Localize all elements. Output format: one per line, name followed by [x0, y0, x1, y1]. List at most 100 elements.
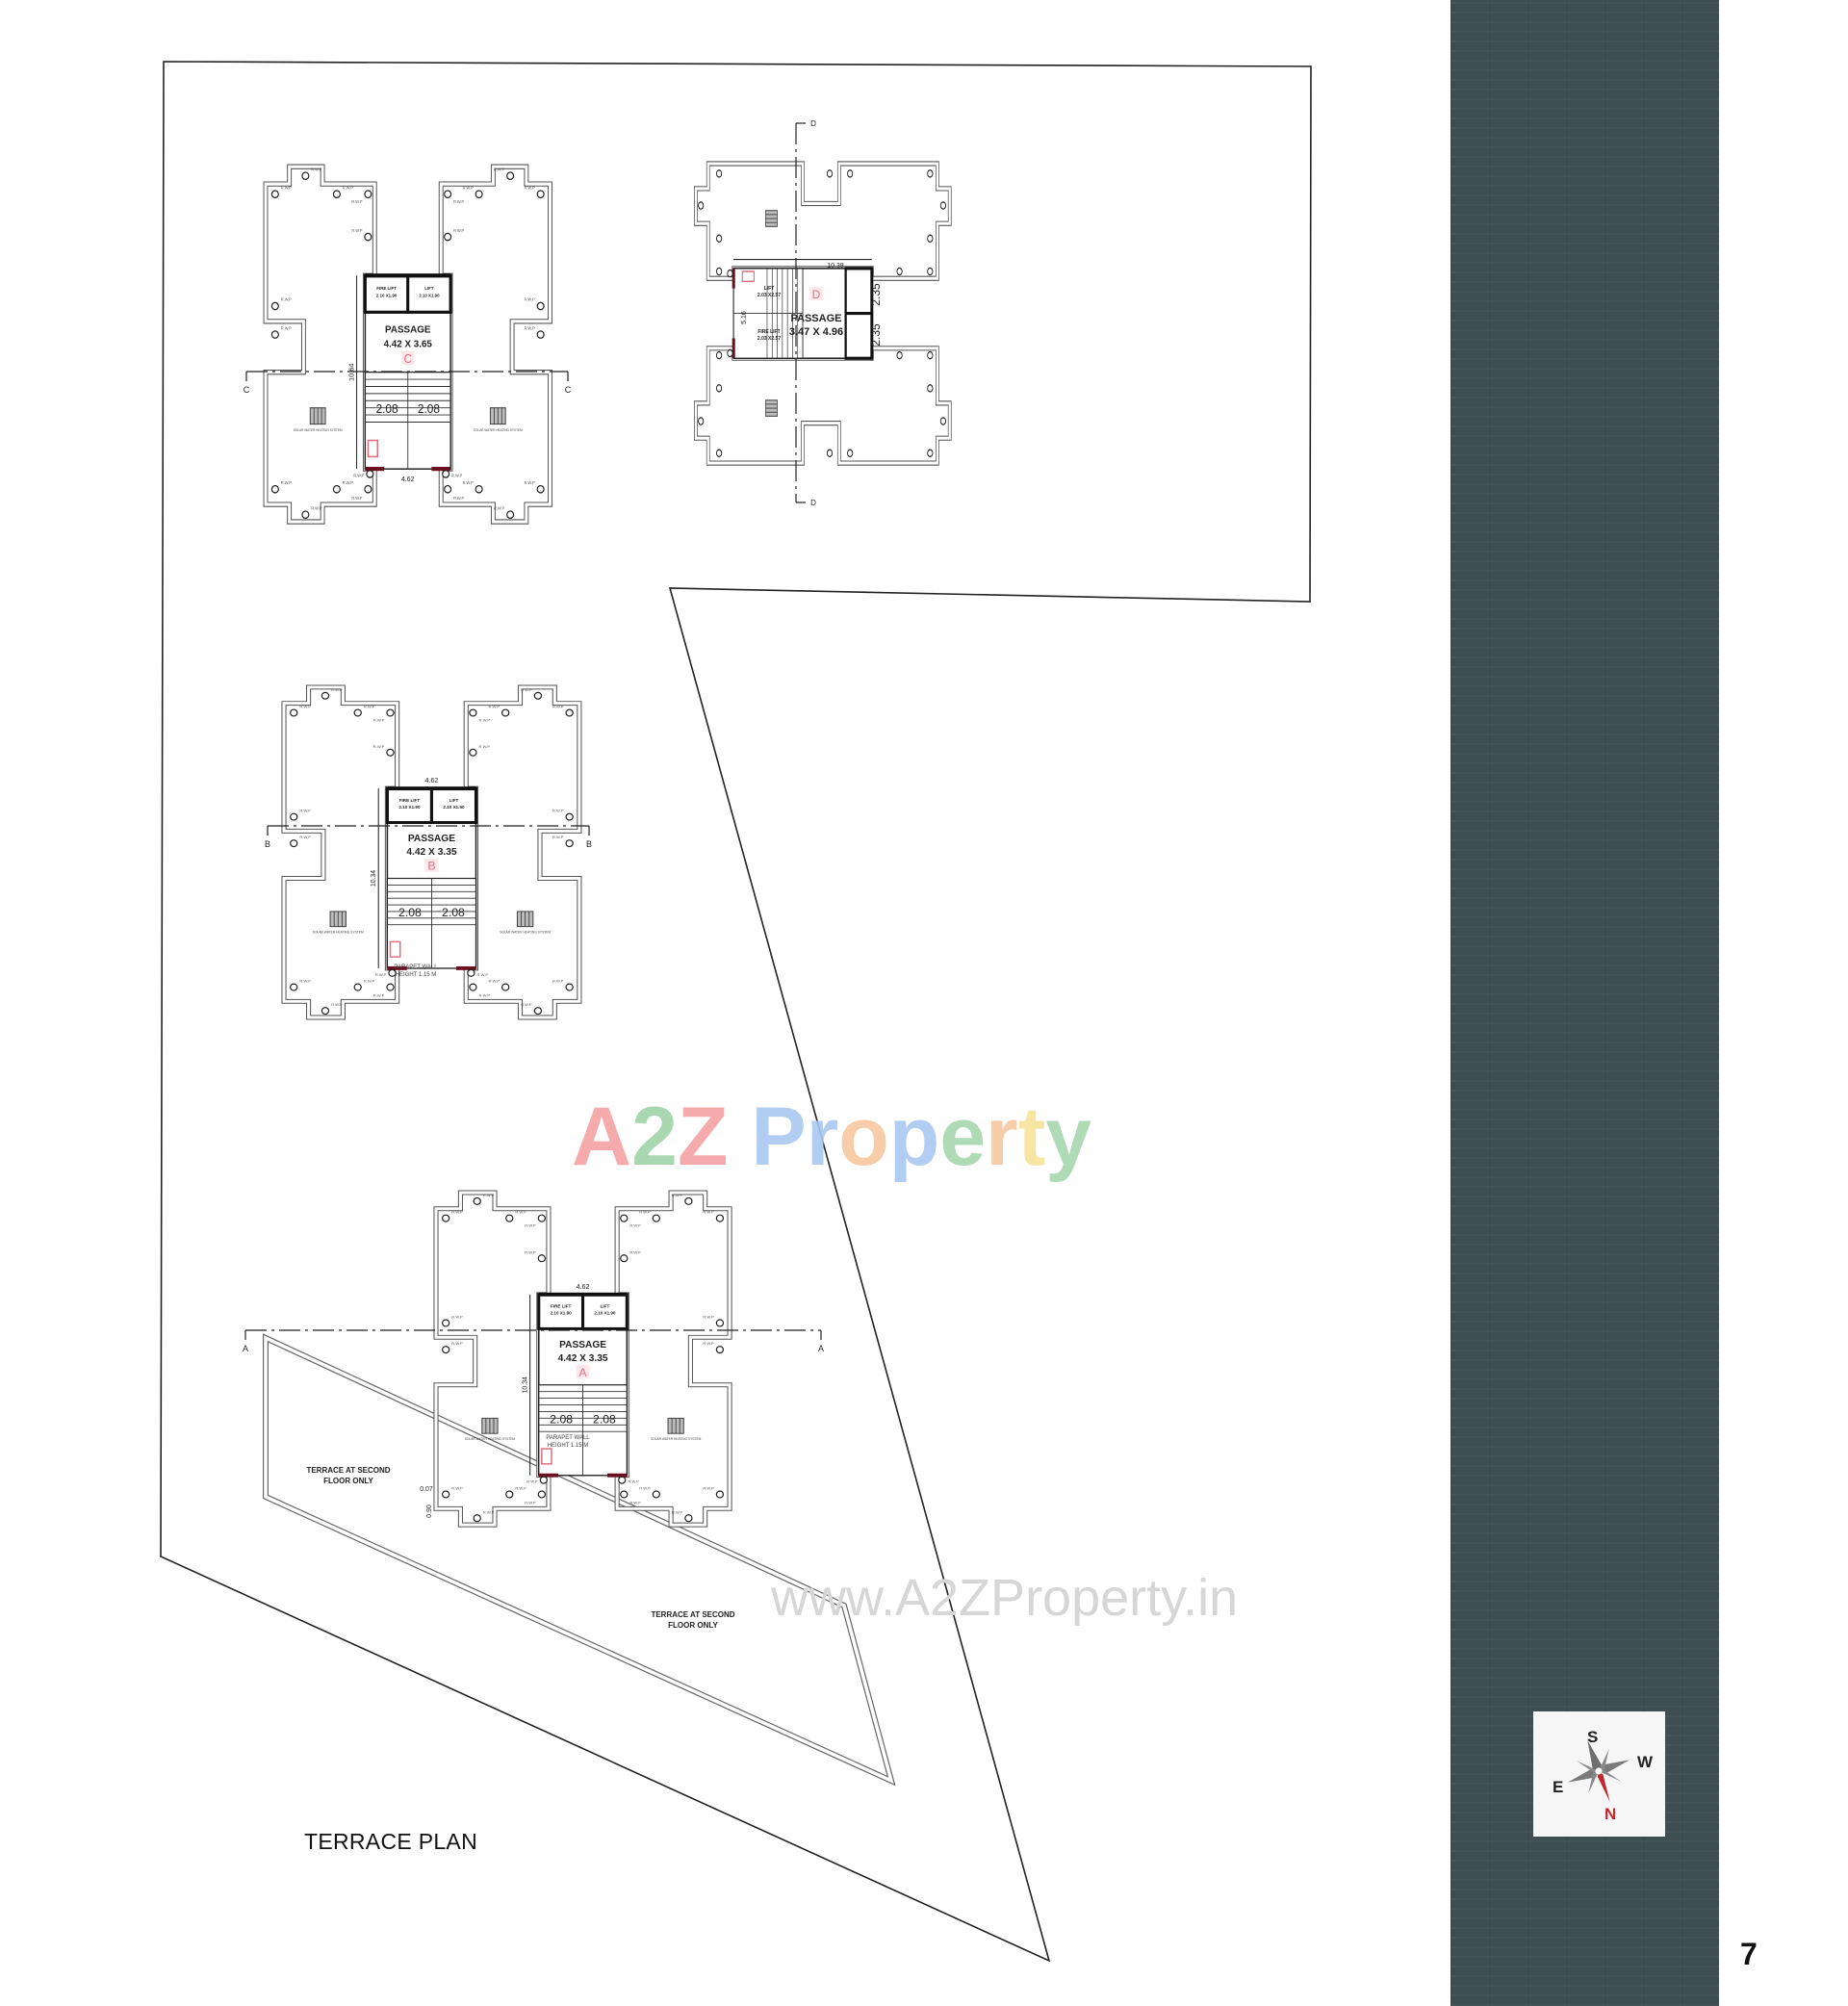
rwp-label: R.W.P: [629, 1223, 641, 1228]
rwp-icon: [652, 1214, 660, 1222]
lift-label: LIFT: [764, 286, 775, 292]
rwp-icon: [290, 708, 298, 717]
rwp-icon: [301, 510, 310, 519]
rwp-label: R.W.P: [494, 505, 504, 510]
rwp-icon: [444, 484, 452, 494]
rwp-label: R.W.P: [281, 297, 292, 302]
lift: [844, 311, 873, 360]
rwp-label: R.W.P: [299, 809, 311, 813]
rwp-icon: [500, 983, 510, 991]
rwp-icon: [442, 1319, 450, 1327]
watermark-url: www.A2ZProperty.in: [770, 1569, 1238, 1627]
solar-label: SOLAR WATER HEATING SYSTEM: [500, 931, 551, 935]
block-letter: D: [812, 288, 821, 301]
rwp-icon: [301, 171, 310, 181]
rwp-label: R.W.P: [299, 835, 311, 839]
lift-size: 2.10 X1.90: [594, 1311, 616, 1316]
lift-size: 2.10 X1.90: [419, 293, 440, 297]
rwp-label: R.W.P: [703, 1341, 714, 1346]
rwp-icon: [469, 708, 477, 717]
rwp-label: R.W.P: [373, 744, 385, 749]
rwp-icon: [539, 1476, 549, 1484]
rwp-icon: [536, 190, 545, 199]
compass-south: S: [1587, 1728, 1598, 1746]
lift: [581, 1293, 629, 1330]
rwp-label: R.W.P: [521, 687, 532, 692]
rwp-label: R.W.P: [281, 185, 292, 190]
rwp-icon: [537, 1254, 547, 1263]
lift-wall: [870, 268, 874, 359]
rwp-icon: [332, 190, 341, 199]
fire-lift-size: 2.10 X1.90: [398, 805, 421, 810]
fire-lift-size: 2.10 X1.90: [551, 1311, 573, 1316]
rwp-label: R.W.P: [552, 835, 564, 839]
watermark-letter: r: [986, 1091, 1017, 1183]
rwp-icon: [715, 449, 723, 457]
rwp-label: R.W.P: [311, 167, 321, 171]
rwp-icon: [847, 449, 854, 457]
rwp-label: R.W.P: [525, 1223, 536, 1228]
wing-outline-inner: [282, 685, 399, 1019]
rwp-label: R.W.P: [488, 979, 500, 984]
rwp-label: R.W.P: [483, 1193, 495, 1197]
passage-label: PASSAGE: [408, 834, 456, 844]
lift-size: 2.03 X2.57: [757, 293, 781, 298]
rwp-icon: [715, 267, 723, 276]
rwp-label: R.W.P: [451, 473, 462, 477]
rwp-icon: [536, 484, 545, 494]
wing-outline-inner: [694, 162, 951, 280]
rwp-icon: [270, 190, 279, 199]
block-letter-bg: [809, 287, 823, 300]
rwp-label: R.W.P: [521, 1002, 532, 1007]
rwp-icon: [896, 350, 903, 360]
wing-outline: [433, 1190, 552, 1528]
terrace-label: FLOOR ONLY: [323, 1477, 373, 1485]
rwp-icon: [565, 708, 574, 717]
rwp-icon: [536, 301, 545, 311]
rwp-label: R.W.P: [351, 199, 362, 204]
rwp-label: R.W.P: [375, 972, 387, 977]
fire-marker-icon: [389, 940, 401, 958]
terrace-label: TERRACE AT SECOND: [306, 1466, 390, 1475]
rwp-label: R.W.P: [281, 480, 292, 485]
wing-outline-inner: [464, 685, 581, 1019]
rwp-icon: [537, 1490, 547, 1499]
rwp-label: R.W.P: [552, 705, 564, 709]
solar-label: SOLAR WATER HEATING SYSTEM: [651, 1437, 702, 1441]
terrace-label: FLOOR ONLY: [668, 1621, 718, 1630]
rwp-icon: [469, 748, 477, 757]
rwp-label: R.W.P: [629, 1249, 641, 1254]
rwp-icon: [565, 812, 574, 821]
rwp-icon: [620, 1490, 629, 1499]
section-marker-label: A: [243, 1344, 248, 1353]
rwp-label: R.W.P: [451, 1315, 463, 1320]
rwp-icon: [475, 484, 483, 494]
rwp-icon: [826, 169, 834, 178]
parapet-height-label: HEIGHT 1.15 M: [396, 972, 437, 978]
rwp-icon: [442, 470, 450, 478]
rwp-label: R.W.P: [453, 228, 464, 233]
rwp-icon: [715, 234, 723, 244]
rwp-icon: [270, 330, 279, 339]
rwp-label: R.W.P: [364, 705, 375, 709]
rwp-label: R.W.P: [477, 972, 489, 977]
wing-outline: [693, 346, 952, 466]
fire-lift-label: FIRE LIFT: [757, 329, 780, 335]
watermark-letter: e: [939, 1091, 986, 1183]
watermark-letter: t: [1018, 1091, 1046, 1183]
section-marker-label: B: [586, 839, 592, 849]
rwp-label: R.W.P: [343, 480, 353, 485]
terrace-outline-inner: [264, 1335, 894, 1785]
wing-outline: [281, 684, 400, 1020]
compass-rose-icon: S W E N: [1553, 1728, 1654, 1823]
wing-outline-inner: [264, 165, 376, 524]
watermark-letter: A: [572, 1091, 631, 1183]
block-letter-bg: [424, 858, 439, 872]
rwp-icon: [826, 449, 834, 457]
wing-outline: [463, 684, 582, 1020]
building-block-B: R.W.P R.W.P R.W.P R.W.P R.W.P R.W.P R.W.P R.W.P…: [281, 684, 582, 1020]
rwp-icon: [388, 968, 397, 977]
wing-outline-inner: [434, 1191, 551, 1527]
fire-marker-icon: [367, 439, 378, 458]
rwp-icon: [684, 1196, 693, 1205]
